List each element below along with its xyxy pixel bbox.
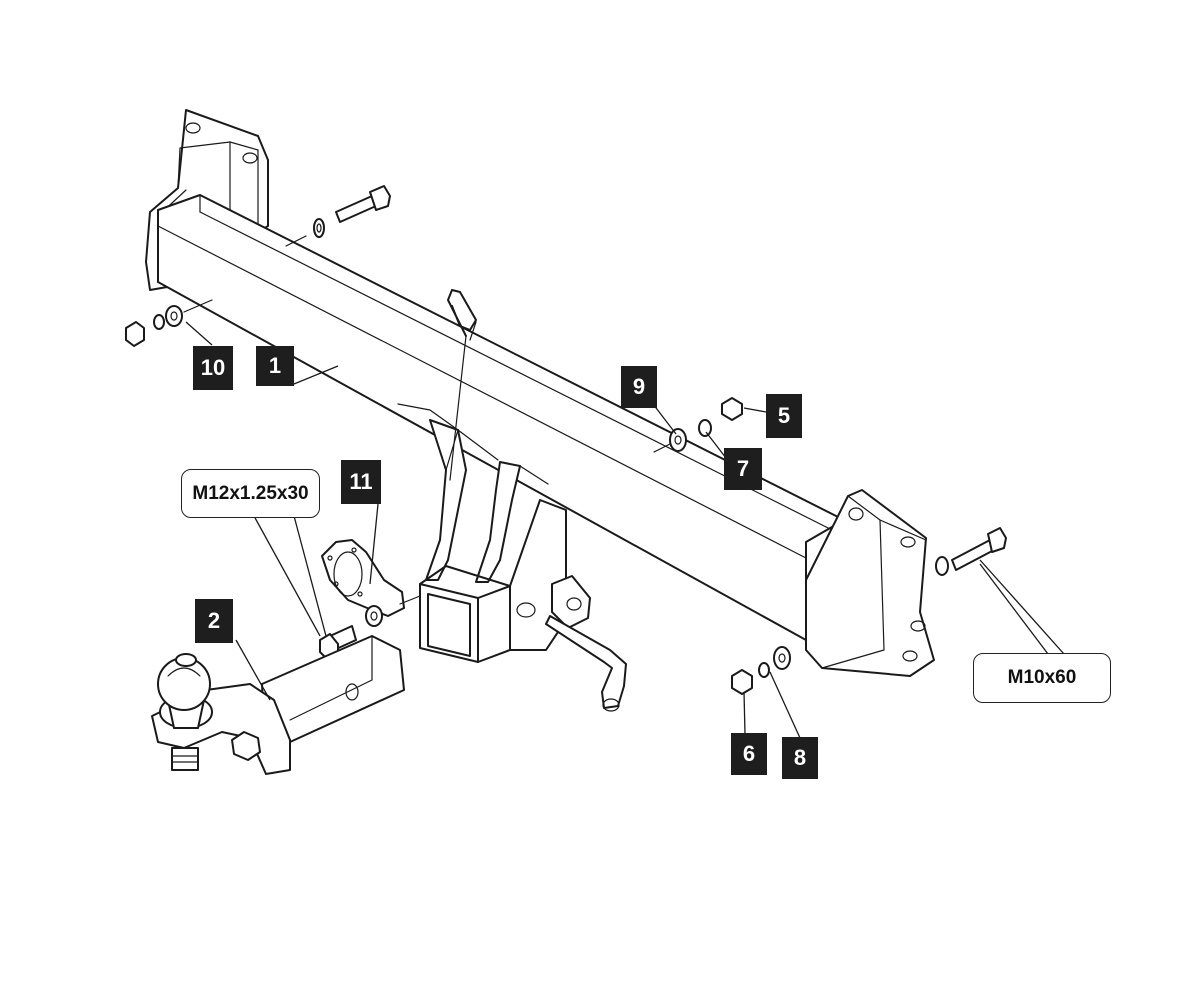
callout-10: 10 — [193, 346, 233, 390]
callout-2: 2 — [195, 599, 233, 643]
callout-9: 9 — [621, 366, 657, 408]
callout-7: 7 — [724, 448, 762, 490]
callout-8: 8 — [782, 737, 818, 779]
right-lower-fasteners — [731, 646, 791, 695]
security-clip — [447, 289, 477, 481]
cross-beam — [157, 194, 845, 641]
right-upper-fasteners — [653, 397, 743, 453]
callout-1: 1 — [256, 346, 294, 386]
callout-11: 11 — [341, 460, 381, 504]
upper-left-bolt — [285, 185, 391, 247]
towball-assembly — [151, 635, 405, 775]
right-mounting-bracket — [805, 489, 935, 677]
callout-5: 5 — [766, 394, 802, 438]
left-fasteners — [125, 299, 213, 347]
spec-label-m10: M10x60 — [973, 653, 1111, 703]
leader-lines — [185, 321, 1065, 739]
receiver-assembly — [397, 403, 627, 712]
right-bolt-m10 — [935, 527, 1007, 576]
callout-6: 6 — [731, 733, 767, 775]
spec-label-m12: M12x1.25x30 — [181, 469, 320, 518]
socket-plate — [321, 539, 421, 627]
